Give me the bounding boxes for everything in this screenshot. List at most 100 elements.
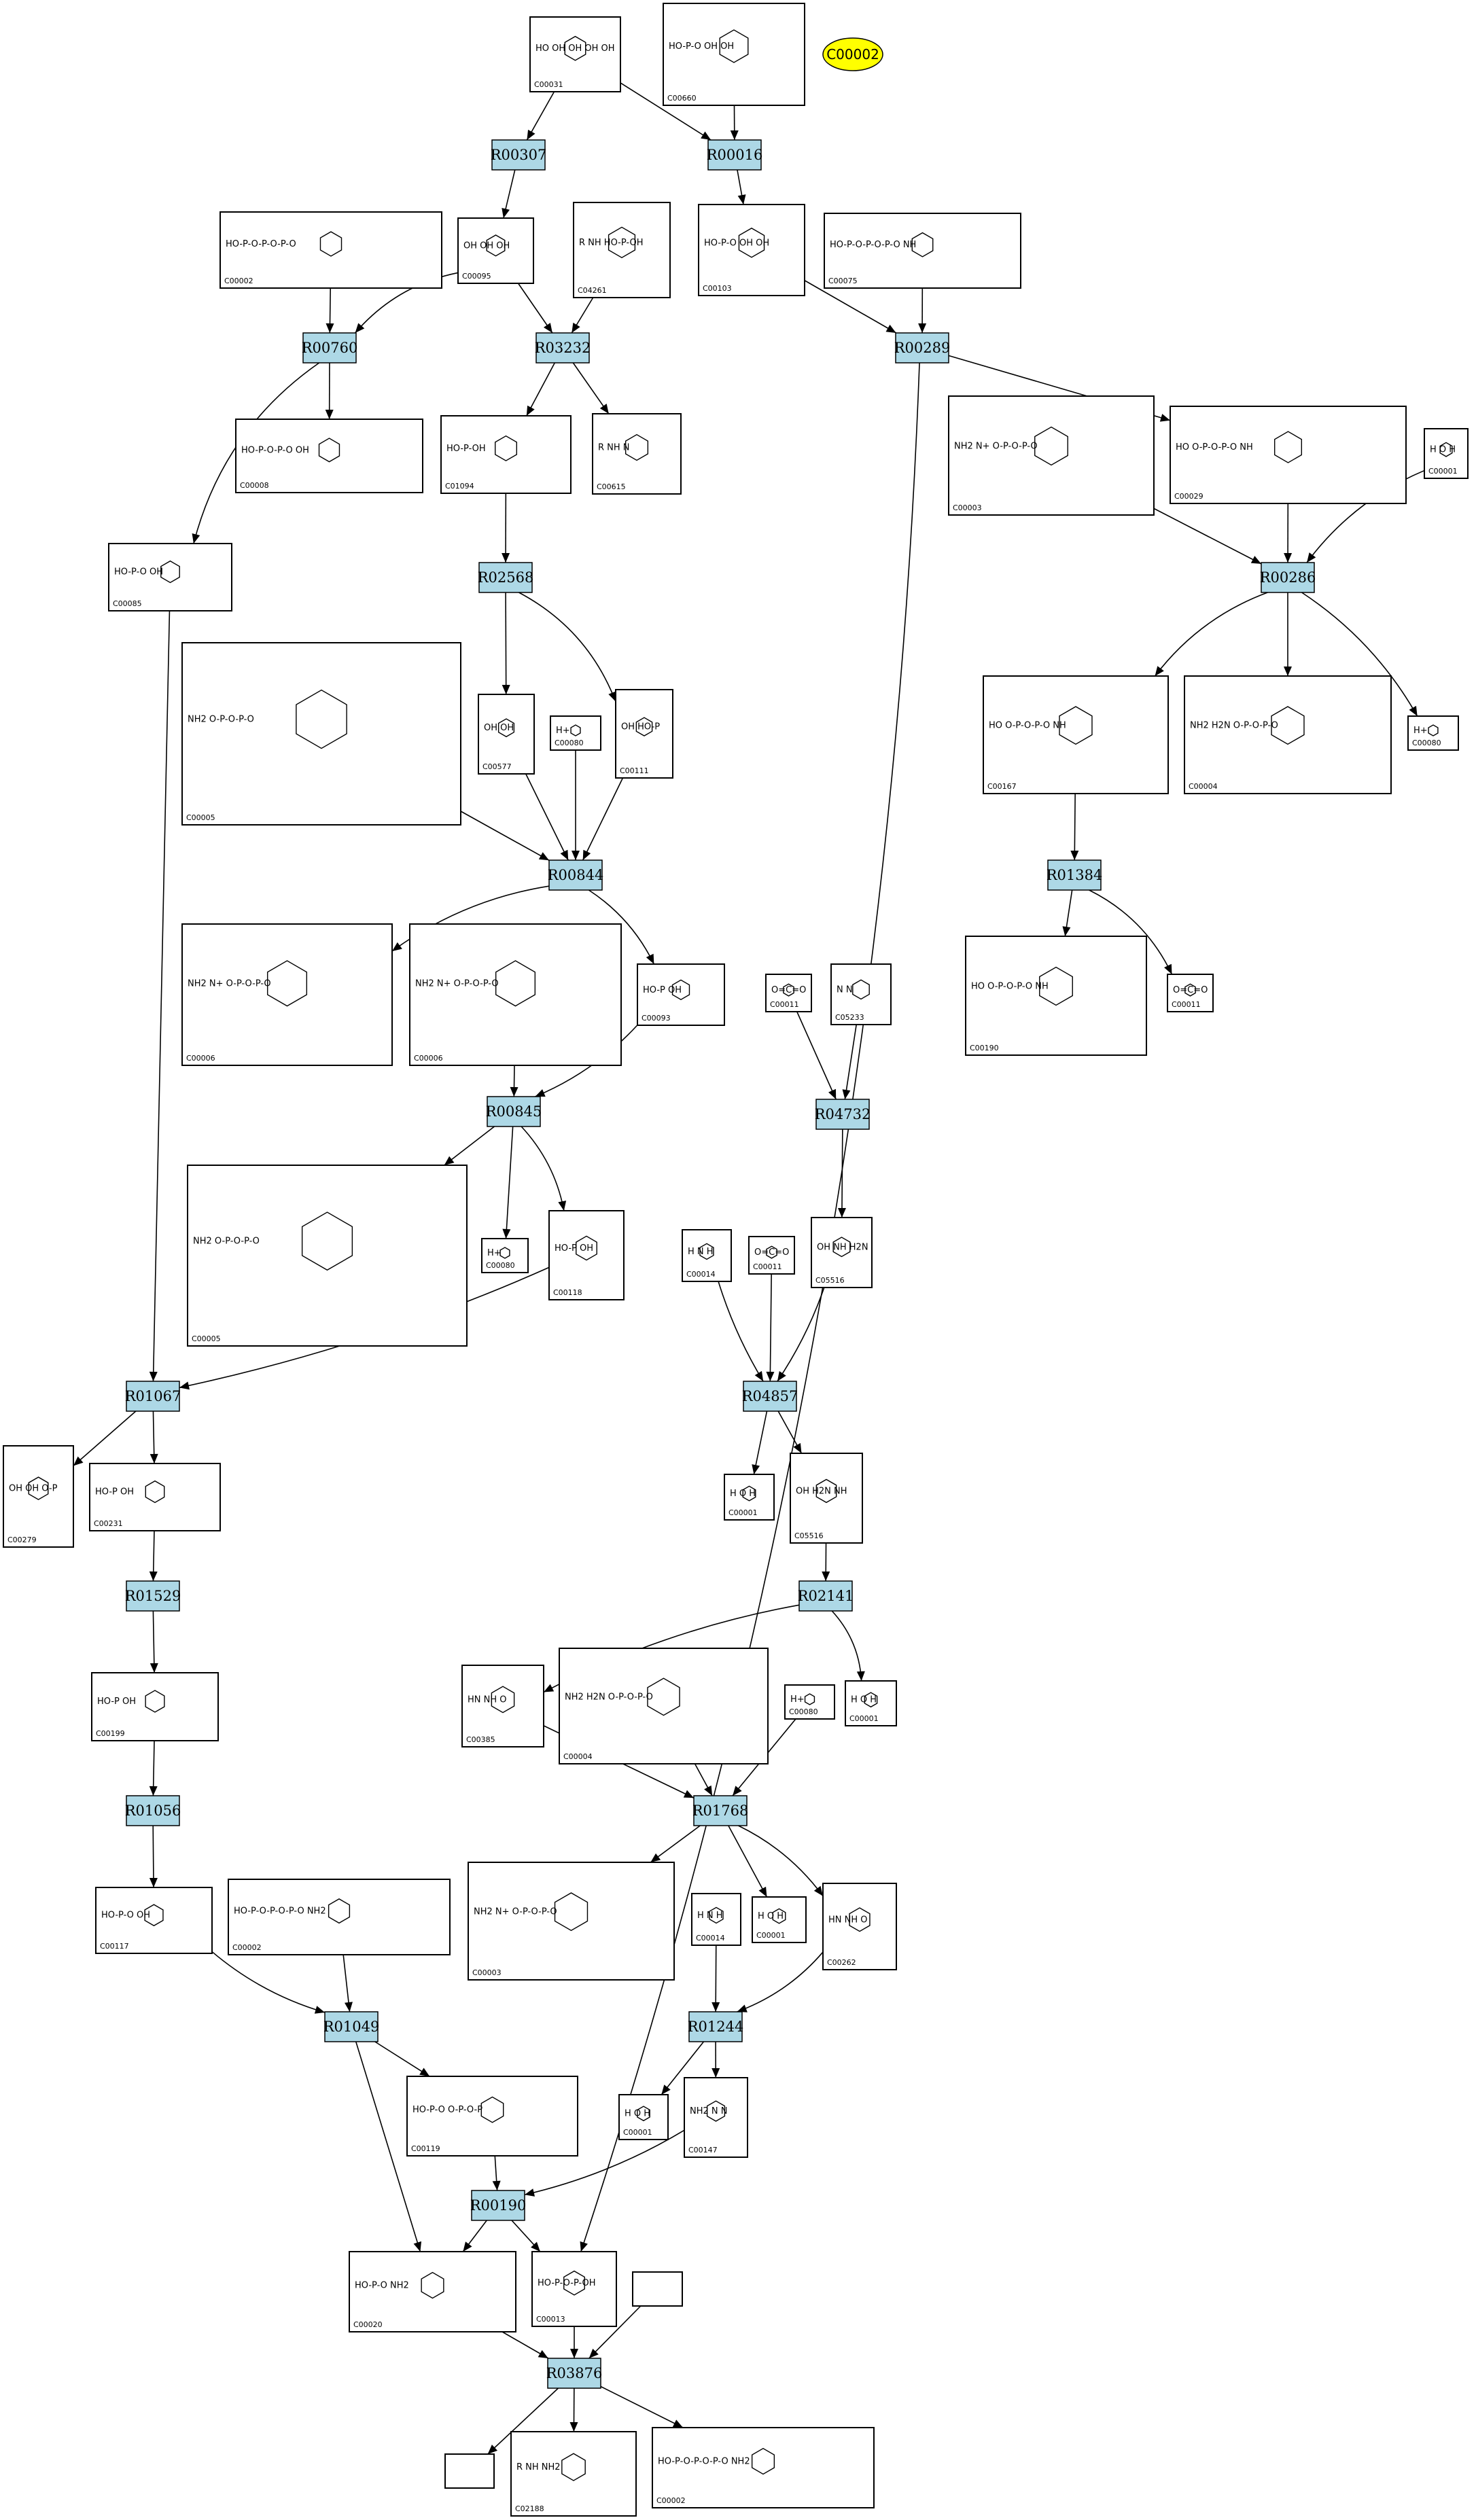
reaction-node[interactable]: R00016: [707, 139, 763, 171]
reaction-box[interactable]: [478, 562, 533, 593]
reaction-node[interactable]: R00845: [486, 1096, 542, 1127]
compound-box[interactable]: [461, 1665, 544, 1747]
reaction-node[interactable]: R02141: [798, 1580, 854, 1612]
reaction-node[interactable]: R04857: [742, 1381, 798, 1412]
compound-box[interactable]: [765, 974, 812, 1012]
compound-box[interactable]: [698, 204, 805, 296]
compound-box[interactable]: [691, 1893, 741, 1946]
reaction-node[interactable]: R00760: [302, 332, 358, 363]
compound-box[interactable]: [1170, 406, 1407, 504]
reaction-node[interactable]: R01529: [125, 1580, 181, 1612]
reaction-box[interactable]: [491, 139, 546, 171]
reaction-node[interactable]: R01384: [1047, 859, 1103, 891]
compound-box[interactable]: [409, 923, 622, 1066]
compound-node[interactable]: H+C00080: [481, 1238, 529, 1273]
compound-box[interactable]: [983, 675, 1169, 794]
reaction-node[interactable]: R01244: [688, 2011, 744, 2042]
reaction-box[interactable]: [126, 1795, 180, 1826]
compound-box[interactable]: [95, 1887, 213, 1954]
reaction-node[interactable]: R00286: [1260, 562, 1316, 593]
compound-box[interactable]: [618, 2094, 669, 2140]
compound-box[interactable]: [181, 642, 461, 826]
highlight-compound[interactable]: C00002: [822, 37, 883, 71]
compound-box[interactable]: [615, 689, 673, 779]
reaction-box[interactable]: [547, 2358, 601, 2389]
compound-box[interactable]: [592, 413, 682, 495]
reaction-node[interactable]: R03876: [546, 2358, 603, 2389]
compound-box[interactable]: [468, 1862, 675, 1981]
reaction-box[interactable]: [693, 1795, 748, 1826]
reaction-box[interactable]: [548, 859, 603, 891]
compound-box[interactable]: [830, 963, 892, 1025]
compound-node[interactable]: [444, 2453, 495, 2489]
compound-box[interactable]: [187, 1165, 468, 1347]
reaction-box[interactable]: [126, 1381, 180, 1412]
reaction-node[interactable]: R01067: [125, 1381, 181, 1412]
compound-box[interactable]: [790, 1453, 863, 1544]
compound-box[interactable]: [91, 1672, 219, 1741]
reaction-node[interactable]: R02568: [478, 562, 534, 593]
reaction-box[interactable]: [895, 332, 949, 363]
compound-box[interactable]: [1184, 675, 1392, 794]
compound-box[interactable]: [510, 2431, 637, 2517]
compound-box[interactable]: [748, 1236, 795, 1275]
reaction-node[interactable]: R00190: [470, 2190, 527, 2221]
compound-node[interactable]: H+C00080: [1407, 715, 1459, 751]
reaction-box[interactable]: [707, 139, 762, 171]
compound-box[interactable]: [663, 3, 805, 106]
compound-box[interactable]: [481, 1238, 529, 1273]
compound-box[interactable]: [457, 217, 534, 284]
compound-box[interactable]: [89, 1463, 221, 1531]
reaction-box[interactable]: [798, 1580, 853, 1612]
compound-box[interactable]: [845, 1680, 897, 1726]
compound-box[interactable]: [682, 1229, 732, 1282]
reaction-box[interactable]: [324, 2011, 379, 2042]
compound-box[interactable]: [824, 213, 1021, 289]
compound-box[interactable]: [550, 715, 601, 751]
compound-box[interactable]: [108, 543, 232, 611]
compound-node[interactable]: H+C00080: [550, 715, 601, 751]
reaction-box[interactable]: [743, 1381, 797, 1412]
reaction-node[interactable]: R00289: [894, 332, 951, 363]
compound-box[interactable]: [529, 16, 621, 92]
compound-box[interactable]: [219, 211, 442, 289]
reaction-node[interactable]: R01056: [125, 1795, 181, 1826]
reaction-node[interactable]: R01049: [323, 2011, 380, 2042]
reaction-box[interactable]: [815, 1099, 870, 1130]
compound-box[interactable]: [1424, 428, 1469, 479]
compound-box[interactable]: [632, 2271, 683, 2307]
compound-box[interactable]: [478, 694, 535, 775]
reaction-box[interactable]: [471, 2190, 525, 2221]
